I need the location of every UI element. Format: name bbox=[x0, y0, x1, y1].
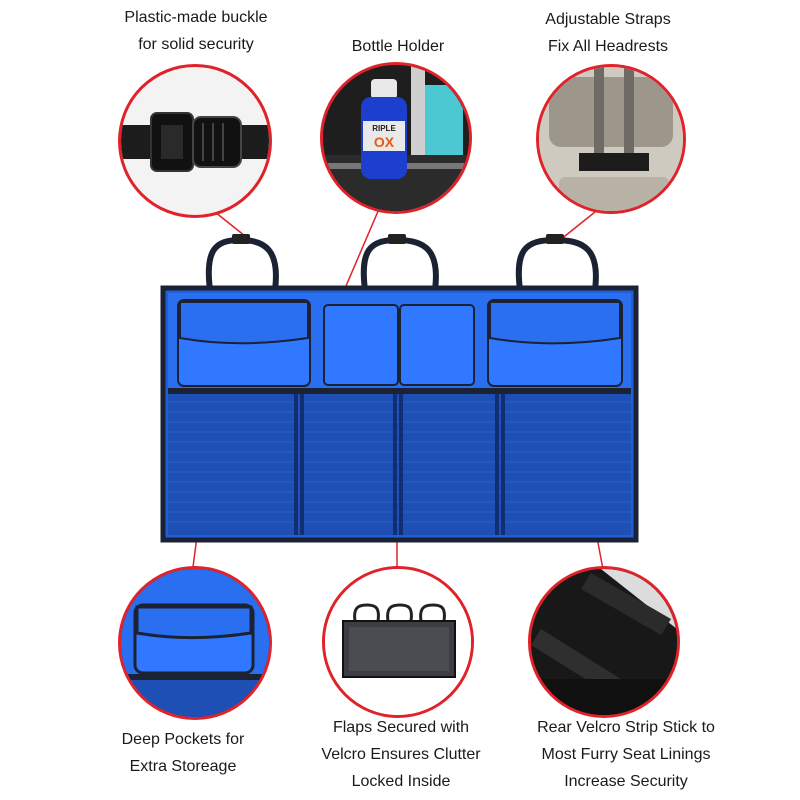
caption-buckle: Plastic-made buckle for solid security bbox=[124, 9, 268, 53]
caption-flaps: Flaps Secured with Velcro Ensures Clutte… bbox=[321, 719, 481, 790]
strap-buckles bbox=[232, 234, 564, 244]
bottle-image: RIPLE OX bbox=[323, 65, 469, 211]
caption-velcro: Rear Velcro Strip Stick to Most Furry Se… bbox=[537, 719, 715, 790]
mesh-dividers bbox=[294, 394, 505, 535]
connector-line-bottle bbox=[339, 194, 386, 301]
center-left-pocket bbox=[323, 304, 399, 386]
caption-bottle-holder: Bottle Holder bbox=[351, 38, 445, 55]
straps-detail-circle bbox=[536, 64, 686, 214]
pocket-closeup-image bbox=[121, 569, 269, 717]
bottle-holder-circle: RIPLE OX bbox=[320, 62, 472, 214]
pockets-detail-circle bbox=[118, 566, 272, 720]
buckle-detail-circle bbox=[118, 64, 272, 218]
flaps-detail-circle bbox=[322, 566, 474, 718]
right-pocket bbox=[487, 299, 623, 387]
buckle-image bbox=[121, 112, 269, 172]
velcro-detail-circle bbox=[528, 566, 680, 718]
caption-straps: Adjustable Straps Fix All Headrests bbox=[545, 11, 671, 55]
left-pocket bbox=[177, 299, 311, 387]
headrest-image bbox=[539, 67, 683, 211]
bottle-label-top: RIPLE bbox=[372, 124, 396, 133]
center-right-pocket bbox=[399, 304, 475, 386]
rear-view-image bbox=[325, 569, 471, 715]
hanging-straps bbox=[205, 236, 599, 293]
bottle-label-main: OX bbox=[374, 134, 395, 150]
caption-pockets: Deep Pockets for Extra Storeage bbox=[121, 731, 245, 775]
velcro-image bbox=[531, 569, 677, 715]
